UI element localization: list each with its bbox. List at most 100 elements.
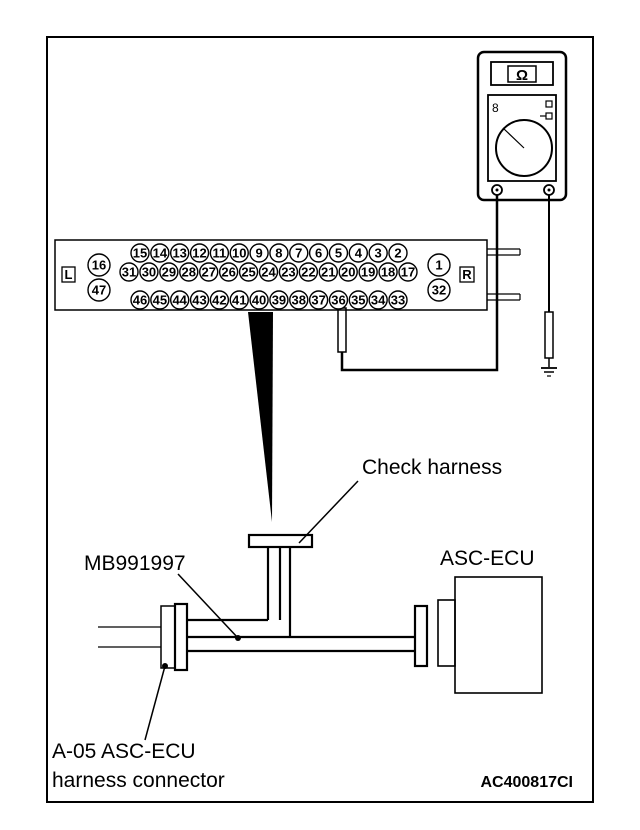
pin-14: 14 (150, 243, 170, 263)
ohm-symbol: Ω (516, 67, 528, 84)
dial-pointer (502, 127, 525, 149)
svg-text:35: 35 (351, 292, 365, 307)
pin-24: 24 (258, 262, 279, 282)
svg-text:6: 6 (315, 246, 322, 261)
side-marker-left: L (65, 267, 73, 282)
svg-text:25: 25 (241, 264, 255, 279)
pin-15: 15 (130, 243, 150, 263)
pin-11: 11 (209, 243, 230, 263)
svg-text:11: 11 (213, 245, 227, 260)
pin-39: 39 (269, 290, 289, 310)
svg-text:43: 43 (192, 292, 206, 307)
probe-jack-right-dot (547, 188, 551, 192)
svg-text:46: 46 (133, 292, 147, 307)
pin-43: 43 (189, 290, 210, 310)
svg-text:3: 3 (375, 246, 382, 261)
side-marker-right: R (462, 267, 472, 282)
svg-text:47: 47 (92, 283, 106, 298)
svg-text:32: 32 (432, 283, 446, 298)
pin-1: 1 (427, 253, 451, 277)
svg-text:24: 24 (261, 264, 276, 279)
pin-7: 7 (289, 243, 309, 263)
pin-10: 10 (229, 243, 249, 263)
pin-47: 47 (87, 278, 111, 302)
pin-42: 42 (209, 290, 230, 310)
range-indicator-1 (545, 100, 553, 108)
pin-4: 4 (348, 243, 369, 263)
ohm-symbol-box (507, 65, 537, 83)
leader-mb991997 (177, 573, 239, 639)
svg-text:23: 23 (281, 264, 295, 279)
pin-37: 37 (308, 290, 329, 310)
pin-31: 31 (119, 262, 139, 282)
pin-28: 28 (179, 262, 199, 282)
pin-44: 44 (169, 290, 190, 310)
svg-text:9: 9 (255, 246, 262, 261)
pin-12: 12 (189, 243, 210, 263)
svg-text:17: 17 (401, 264, 415, 279)
side-marker-right-box (459, 266, 475, 283)
connector-side-ridges (487, 248, 521, 301)
svg-text:41: 41 (232, 292, 246, 307)
svg-text:26: 26 (221, 264, 235, 279)
leader-mb991997-dot (235, 635, 241, 641)
pin-20: 20 (338, 262, 358, 282)
svg-text:36: 36 (331, 292, 345, 307)
connector-label-line2: harness connector (52, 769, 225, 792)
svg-text:14: 14 (153, 245, 168, 260)
multimeter-body (476, 50, 568, 202)
figure-code: AC400817CI (481, 774, 574, 791)
pin-13: 13 (169, 243, 190, 263)
pin-2: 2 (388, 243, 408, 263)
svg-text:15: 15 (133, 245, 147, 260)
pin-46: 46 (130, 290, 150, 310)
pin-27: 27 (199, 262, 219, 282)
mb991997-label: MB991997 (84, 552, 186, 575)
pin-3: 3 (368, 243, 388, 263)
pin-9: 9 (249, 243, 269, 263)
connector-body (54, 239, 488, 311)
svg-text:34: 34 (371, 292, 386, 307)
svg-text:45: 45 (153, 292, 167, 307)
pin-18: 18 (378, 262, 398, 282)
pin-40: 40 (249, 290, 269, 310)
pin-29: 29 (159, 262, 179, 282)
multimeter-dial (495, 119, 553, 177)
svg-text:20: 20 (341, 264, 355, 279)
harness-connector-left-cap (160, 605, 176, 669)
svg-text:5: 5 (335, 246, 342, 261)
svg-text:33: 33 (391, 292, 405, 307)
side-marker-left-box (61, 266, 76, 283)
magnify-pointer (248, 312, 273, 522)
leader-connector (144, 665, 166, 741)
multimeter-dial-panel (487, 94, 557, 182)
pin-17: 17 (398, 262, 418, 282)
pin-25: 25 (238, 262, 259, 282)
pin-5: 5 (328, 243, 349, 263)
pin-35: 35 (348, 290, 369, 310)
svg-text:19: 19 (361, 264, 375, 279)
pin-45: 45 (150, 290, 170, 310)
harness-connector-left (173, 602, 189, 672)
pin-32: 32 (427, 278, 451, 302)
range-indicator-2 (545, 112, 553, 120)
svg-text:39: 39 (272, 292, 286, 307)
check-harness-plug (247, 533, 314, 549)
pin-16: 16 (87, 253, 111, 277)
pin-41: 41 (229, 290, 249, 310)
svg-text:27: 27 (201, 264, 215, 279)
svg-text:18: 18 (381, 264, 395, 279)
pin-19: 19 (358, 262, 378, 282)
svg-text:16: 16 (92, 258, 106, 273)
multimeter-display (490, 61, 554, 86)
svg-text:28: 28 (182, 264, 196, 279)
svg-text:10: 10 (232, 245, 246, 260)
ecu-connector-socket (437, 599, 456, 667)
pin-23: 23 (278, 262, 299, 282)
svg-text:38: 38 (292, 292, 306, 307)
harness-connector-right (413, 604, 429, 668)
pin-21: 21 (318, 262, 338, 282)
